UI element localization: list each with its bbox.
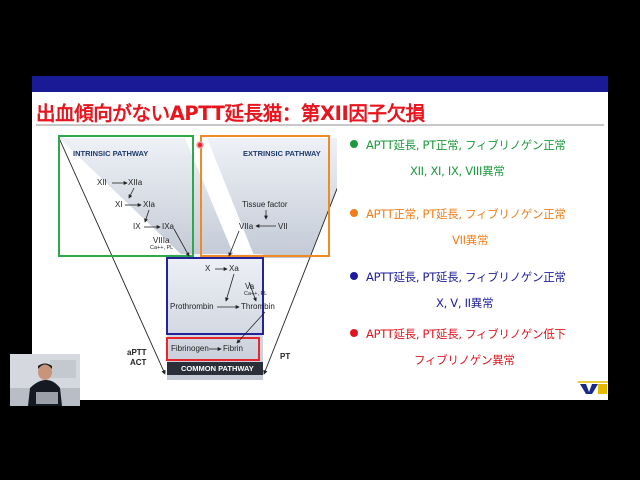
factor-ix: IX — [133, 222, 141, 231]
item-extrinsic-factors: VII異常 — [452, 233, 489, 247]
slide-top-bar — [32, 76, 608, 92]
orange-bullet-icon — [350, 209, 358, 217]
factor-va: Va — [245, 282, 255, 291]
item-fibrinogen-factors: フィブリノゲン異常 — [414, 353, 515, 367]
tissue-factor: Tissue factor — [242, 200, 288, 209]
common-pathway-label: COMMON PATHWAY — [181, 364, 254, 373]
funnel-right-arm — [207, 138, 337, 258]
thrombin: Thrombin — [241, 302, 275, 311]
navy-bullet-icon — [350, 272, 358, 280]
item-common: APTT延長, PT延長, フィブリノゲン正常 — [350, 269, 566, 285]
extrinsic-pathway-label: EXTRINSIC PATHWAY — [243, 149, 321, 158]
viiia-cofactors: Ca++, PL — [150, 245, 174, 251]
broadcaster-logo — [578, 380, 608, 396]
item-common-factors: X, V, II異常 — [436, 296, 494, 310]
aptt-label: aPTT — [127, 348, 147, 357]
item-intrinsic: APTT延長, PT正常, フィブリノゲン正常 — [350, 137, 566, 153]
funnel-stem — [167, 254, 263, 380]
pt-label: PT — [280, 352, 291, 361]
factor-vii: VII — [278, 222, 288, 231]
intrinsic-box — [58, 135, 194, 257]
funnel-left-arm — [59, 138, 235, 258]
factor-xi: XI — [115, 200, 123, 209]
extrinsic-box — [200, 135, 330, 257]
factor-ixa: IXa — [162, 222, 175, 231]
item-fibrinogen: APTT延長, PT延長, フィブリノゲン低下 — [350, 326, 566, 342]
title-divider — [36, 124, 604, 126]
factor-xa: Xa — [229, 264, 239, 273]
cascade-graphic — [58, 135, 337, 380]
item-intrinsic-factors: XII, XI, IX, VIII異常 — [410, 164, 505, 178]
logo-icon — [578, 381, 608, 394]
factor-x: X — [205, 264, 211, 273]
factor-xia: XIa — [143, 200, 156, 209]
prothrombin: Prothrombin — [170, 302, 214, 311]
factor-viia: VIIa — [239, 222, 254, 231]
presenter-icon — [10, 354, 80, 406]
fibrin: Fibrin — [223, 344, 244, 353]
slide-title: 出血傾向がないAPTT延長猫：第XII因子欠損 — [36, 102, 425, 125]
item-extrinsic: APTT正常, PT延長, フィブリノゲン正常 — [350, 206, 566, 222]
fibrinogen: Fibrinogen — [171, 344, 209, 353]
common-box — [166, 257, 264, 335]
coagulation-cascade-diagram: INTRINSIC PATHWAY EXTRINSIC PATHWAY XII … — [57, 134, 337, 380]
fibrin-box — [166, 337, 260, 361]
va-cofactors: Ca++, PL — [244, 291, 268, 297]
pointer-dot — [196, 141, 204, 149]
presenter-video — [10, 354, 80, 406]
factor-xiia: XIIa — [128, 178, 143, 187]
intrinsic-pathway-label: INTRINSIC PATHWAY — [73, 149, 149, 158]
factor-viiia: VIIIa — [153, 236, 170, 245]
red-bullet-icon — [350, 329, 358, 337]
factor-xii: XII — [97, 178, 107, 187]
slide: 出血傾向がないAPTT延長猫：第XII因子欠損 — [32, 76, 608, 400]
green-bullet-icon — [350, 140, 358, 148]
common-pathway-band — [167, 362, 263, 375]
act-label: ACT — [130, 358, 147, 367]
